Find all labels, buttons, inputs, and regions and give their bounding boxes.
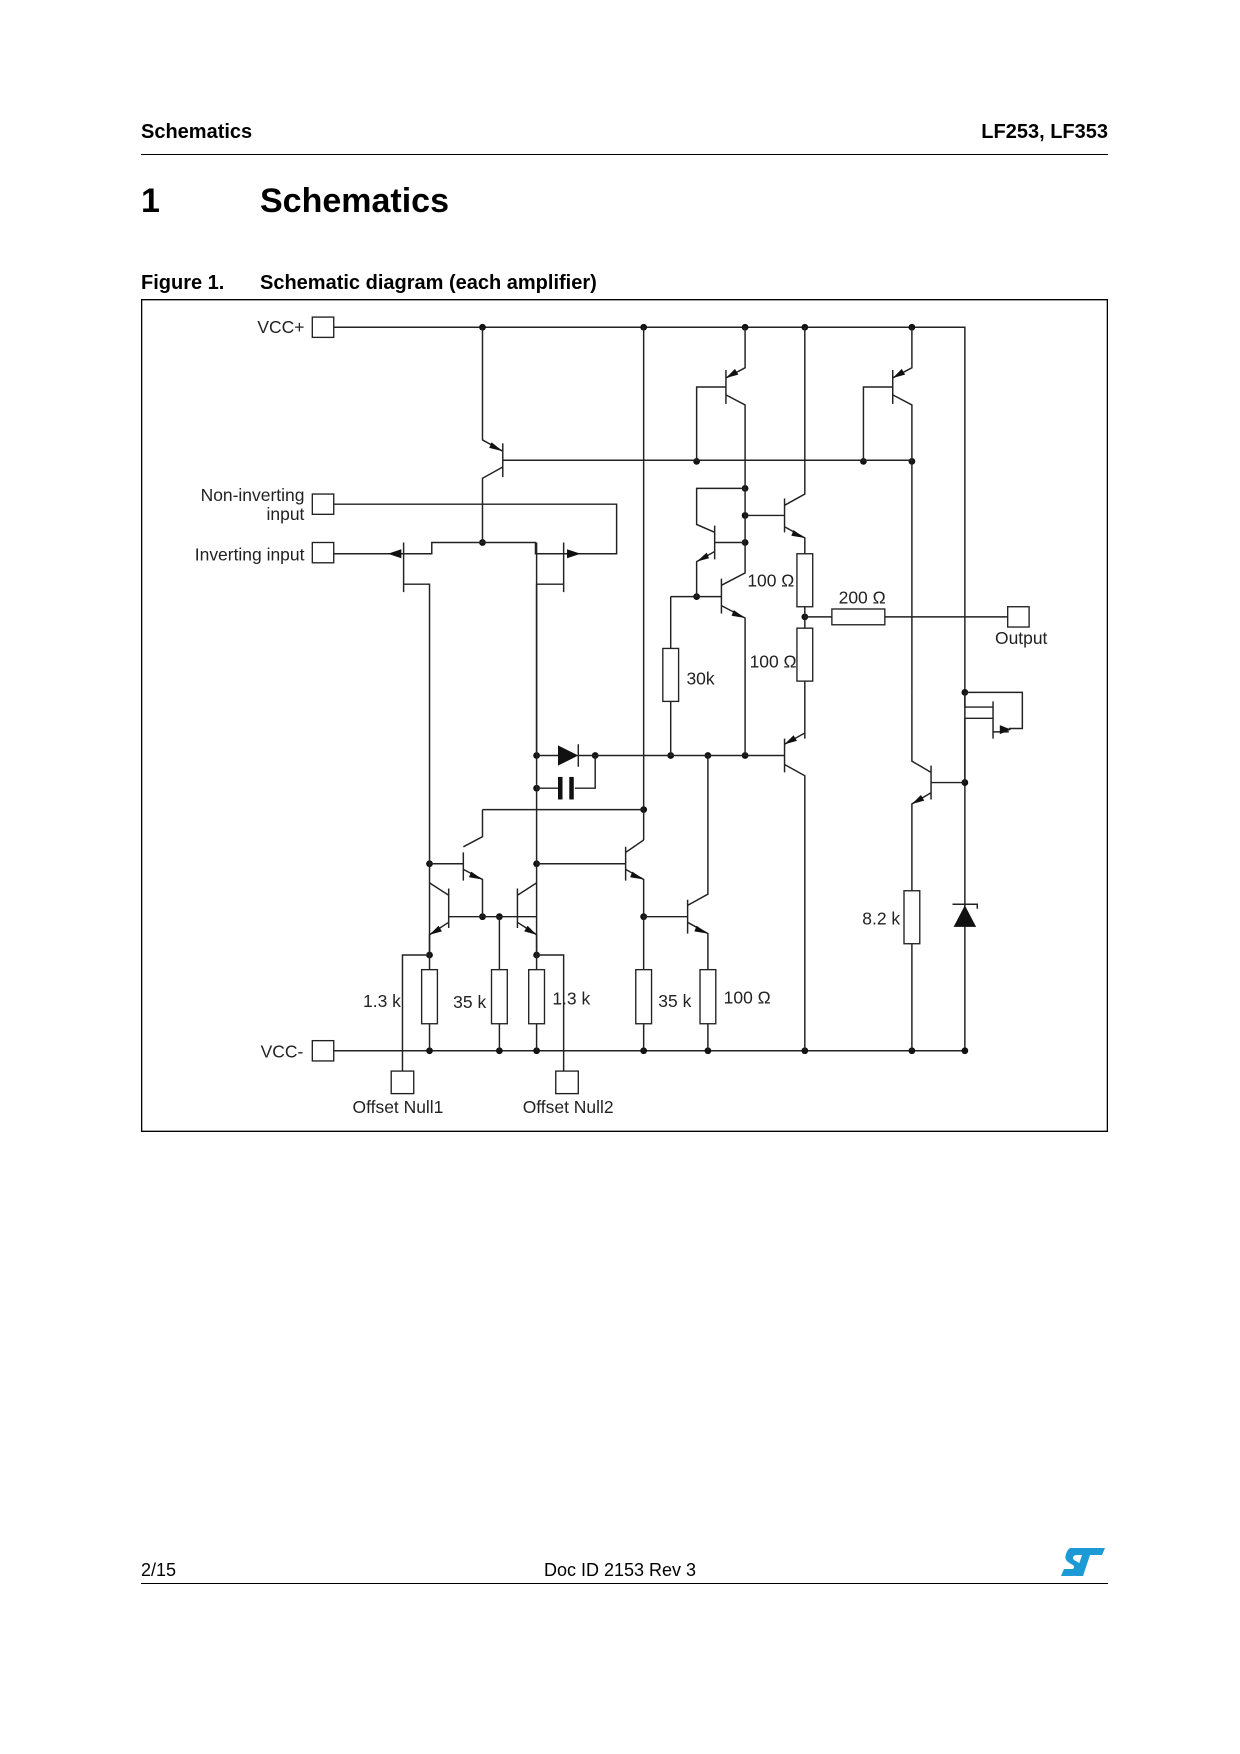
resistor-8k2: [903, 890, 921, 945]
figure-frame: [141, 299, 1108, 1132]
vcc-minus-pin: [311, 1039, 335, 1062]
vcc-minus-rail: [311, 1039, 965, 1062]
output-pnp: [745, 732, 806, 1051]
resistor-200: [831, 608, 886, 626]
figure-number: Figure 1.: [141, 272, 225, 294]
output-pin: [1007, 606, 1030, 628]
offset-null-1: [390, 954, 430, 1095]
label-non-inverting: Non-inverting: [201, 485, 305, 505]
label-r-1k3-right: 1.3 k: [552, 989, 590, 1009]
diode-icon: [558, 745, 579, 766]
transistor-q-bias-input: [481, 327, 912, 543]
resistor-1k3-left: [420, 968, 439, 1025]
offset-null-2: [536, 954, 579, 1095]
inverting-pin: [311, 541, 335, 564]
output-protection: [903, 691, 1024, 1051]
transistor-second-stage: [536, 755, 709, 1051]
pin-labels: VCC+ Non-inverting input Inverting input…: [195, 317, 1048, 1117]
figure-title: Schematic diagram (each amplifier): [260, 272, 597, 294]
doc-id: Doc ID 2153 Rev 3: [543, 1560, 697, 1580]
label-vcc-plus: VCC+: [257, 317, 304, 337]
resistor-35k-left: [490, 968, 508, 1025]
jfet-input-pair: [387, 541, 581, 955]
section-title: Schematics: [260, 182, 449, 220]
component-labels: 100 Ω 200 Ω 100 Ω 30k 8.2 k 1.3 k 35 k 1…: [363, 570, 900, 1012]
pnp-mirror-2: [862, 327, 913, 693]
vcc-plus-pin: [311, 316, 335, 339]
resistor-1k3-right: [528, 968, 546, 1025]
pnp-mirror-1: [695, 327, 746, 543]
st-logo-icon: [1059, 1546, 1107, 1578]
label-r-100-bottom: 100 Ω: [724, 987, 771, 1007]
label-r-8k2: 8.2 k: [862, 909, 900, 929]
resistor-100-lower: [796, 627, 814, 682]
schematic-diagram: VCC+ Non-inverting input Inverting input…: [141, 299, 1108, 1132]
label-r-100-lower: 100 Ω: [750, 652, 797, 672]
non-inverting-input: [311, 493, 618, 555]
transistor-mirror-left: [428, 809, 538, 1051]
label-output: Output: [995, 628, 1048, 648]
offset-null1-pin: [390, 1070, 415, 1095]
diode-and-capacitor: [535, 542, 746, 800]
label-r-35k-left: 35 k: [453, 992, 486, 1012]
resistor-100-bottom: [699, 968, 717, 1025]
schematic-figure: VCC+ Non-inverting input Inverting input…: [141, 299, 1108, 1132]
label-inverting: Inverting input: [195, 545, 305, 565]
label-non-inverting-2: input: [267, 504, 305, 524]
offset-null2-pin: [555, 1070, 579, 1095]
label-r-30k: 30k: [686, 669, 714, 689]
resistor-35k-right: [635, 968, 653, 1025]
section-number: 1: [141, 182, 160, 220]
label-r-200: 200 Ω: [839, 587, 886, 607]
emitter-resistors: [420, 954, 717, 1051]
resistor-30k: [662, 647, 680, 703]
driver-transistors: [670, 327, 806, 756]
vcc-plus-rail: [311, 316, 966, 1051]
label-r-100-upper: 100 Ω: [747, 570, 794, 590]
page-number: 2/15: [141, 1560, 177, 1580]
capacitor-icon: [558, 776, 563, 800]
label-offset-null2: Offset Null2: [523, 1097, 614, 1117]
label-r-1k3-left: 1.3 k: [363, 991, 401, 1011]
running-header-section: Schematics: [141, 121, 253, 143]
label-offset-null1: Offset Null1: [353, 1097, 444, 1117]
zener-diode-icon: [953, 905, 977, 927]
header-rule: [141, 154, 1108, 155]
label-r-35k-right: 35 k: [658, 991, 691, 1011]
resistor-100-upper: [796, 553, 814, 608]
inverting-input: [311, 541, 404, 564]
label-vcc-minus: VCC-: [261, 1042, 304, 1062]
running-header-product: LF253, LF353: [981, 121, 1108, 143]
non-inverting-pin: [311, 493, 335, 515]
footer-rule: [141, 1583, 1108, 1584]
